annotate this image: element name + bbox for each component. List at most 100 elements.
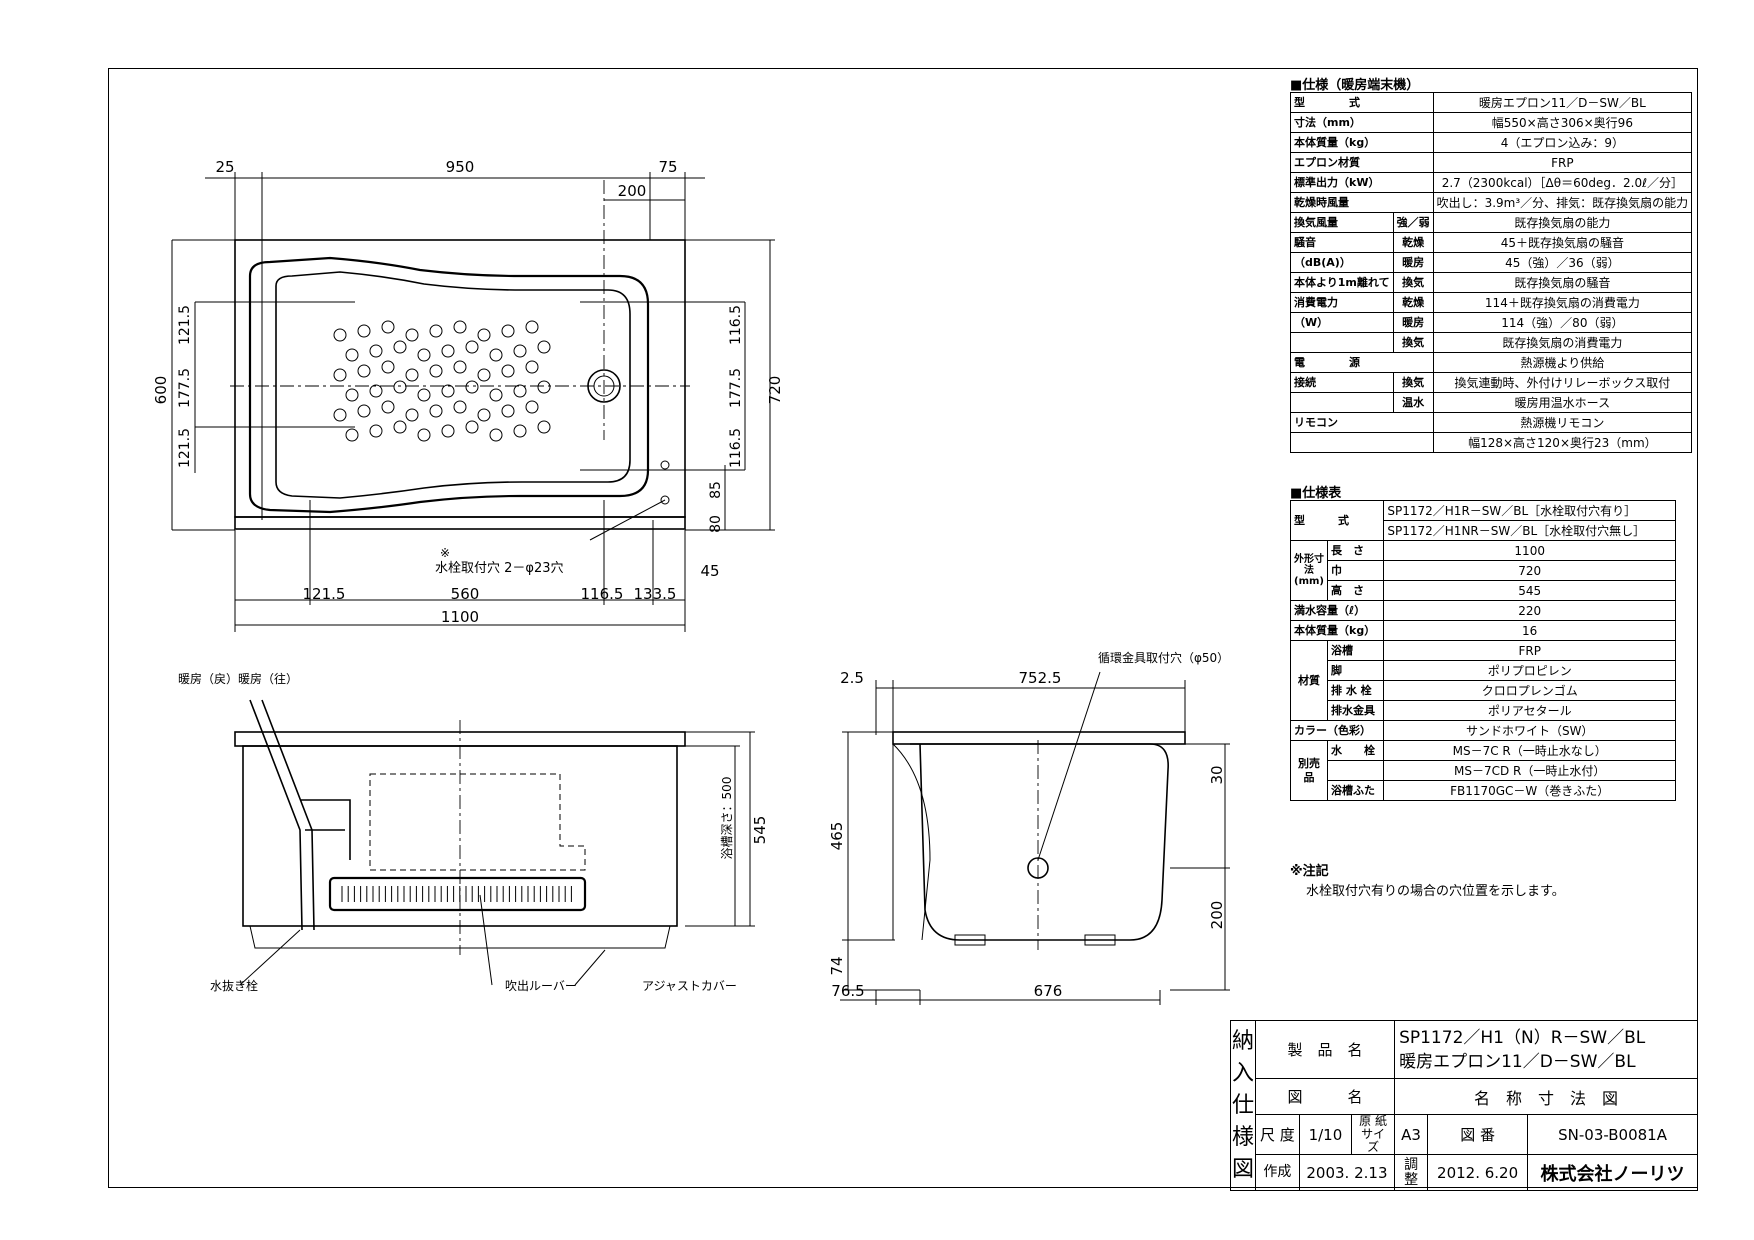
dot bbox=[393, 380, 407, 394]
spec2-row: カラー（色彩）サンドホワイト（SW） bbox=[1289, 720, 1676, 741]
notes-body: 水栓取付穴有りの場合の穴位置を示します。 bbox=[1306, 884, 1565, 899]
spec1-row: 本体より1m離れて換気既存換気扇の騒音 bbox=[1290, 272, 1693, 293]
spec1-value: FRP bbox=[1432, 152, 1693, 173]
spec1-row: 温水暖房用温水ホース bbox=[1290, 392, 1693, 413]
spec2-row: 脚ポリプロピレン bbox=[1291, 660, 1676, 681]
spec2-value: ポリアセタール bbox=[1383, 700, 1676, 721]
dim-950: 950 bbox=[446, 158, 475, 176]
spec1-row: 電 源熱源機より供給 bbox=[1290, 352, 1693, 373]
dot bbox=[537, 340, 551, 354]
spec1-value: 幅550×高さ306×奥行96 bbox=[1432, 112, 1693, 133]
foot bbox=[954, 934, 986, 946]
spec2-label bbox=[1326, 760, 1385, 781]
spec2-label: 満水容量（ℓ） bbox=[1289, 600, 1385, 621]
spec1-label: 消費電力 bbox=[1290, 292, 1394, 313]
spec2-row: 本体質量（kg）16 bbox=[1289, 620, 1676, 641]
drain-outlet bbox=[587, 369, 621, 403]
dim-200: 200 bbox=[618, 182, 647, 200]
spec2-value: ポリプロピレン bbox=[1383, 660, 1676, 681]
spec1-row: 幅128×高さ120×奥行23（mm） bbox=[1290, 432, 1693, 453]
spec2-row: 満水容量（ℓ）220 bbox=[1289, 600, 1676, 621]
dim-133-5: 133.5 bbox=[634, 585, 677, 603]
spec1-label: エプロン材質 bbox=[1290, 152, 1434, 173]
drawing-number: SN-03-B0081A bbox=[1527, 1114, 1698, 1155]
spec2-label: 浴槽ふた bbox=[1326, 780, 1385, 801]
drawing-sheet bbox=[108, 68, 1698, 1188]
spec2-model-2: SP1172／H1NR－SW／BL［水栓取付穴無し］ bbox=[1383, 520, 1676, 541]
heater-unit bbox=[369, 773, 586, 871]
spec2-label: 本体質量（kg） bbox=[1289, 620, 1385, 641]
dot bbox=[465, 340, 479, 354]
spec2-value: 220 bbox=[1383, 600, 1676, 621]
drawing-label: 図 名 bbox=[1254, 1078, 1396, 1115]
dot bbox=[465, 420, 479, 434]
dim-116-5-bottom: 116.5 bbox=[728, 428, 744, 468]
dim-116-5-top: 116.5 bbox=[728, 305, 744, 345]
dim-76-5: 76.5 bbox=[831, 982, 864, 1000]
spec1-sublabel: 暖房 bbox=[1392, 252, 1434, 273]
dim-1100: 1100 bbox=[441, 608, 479, 626]
spec1-sublabel: 温水 bbox=[1392, 392, 1434, 413]
spec2-row: 排 水 栓クロロプレンゴム bbox=[1291, 680, 1676, 701]
dim-200-side: 200 bbox=[1208, 901, 1226, 930]
dot bbox=[489, 428, 503, 442]
spec1-row: 本体質量（kg）4（エプロン込み：9） bbox=[1290, 132, 1693, 153]
spec1-label: 標準出力（kW） bbox=[1290, 172, 1434, 193]
spec1-sublabel: 換気 bbox=[1392, 332, 1434, 353]
plan-view: 25 950 75 200 600 720 121.5 177.5 121.5 … bbox=[152, 158, 784, 632]
hose-supply bbox=[261, 699, 315, 931]
spec1-value: 熱源機リモコン bbox=[1432, 412, 1693, 433]
dim-30: 30 bbox=[1208, 765, 1226, 784]
dot bbox=[453, 400, 467, 414]
spec2-table: 型 式 SP1172／H1R－SW／BL［水栓取付穴有り］ SP1172／H1N… bbox=[1289, 500, 1676, 801]
dot bbox=[525, 400, 539, 414]
dot bbox=[333, 368, 347, 382]
spec1-label: 換気風量 bbox=[1290, 212, 1394, 233]
dim-2-5: 2.5 bbox=[840, 669, 864, 687]
spec2-value: FRP bbox=[1383, 640, 1676, 661]
scale-value: 1/10 bbox=[1298, 1114, 1353, 1155]
adjust-date: 2012. 6.20 bbox=[1427, 1154, 1529, 1191]
spec1-value: 幅128×高さ120×奥行23（mm） bbox=[1432, 432, 1693, 453]
dot bbox=[429, 364, 443, 378]
spec1-sublabel: 乾燥 bbox=[1392, 232, 1434, 253]
made-label: 作成 bbox=[1255, 1154, 1300, 1191]
spec1-label: リモコン bbox=[1290, 412, 1434, 433]
spec1-label: （dB(A)） bbox=[1290, 252, 1394, 273]
side-apron bbox=[892, 743, 931, 941]
dot bbox=[405, 368, 419, 382]
spec1-sublabel: 換気 bbox=[1392, 372, 1434, 393]
spec1-row: 寸法（mm）幅550×高さ306×奥行96 bbox=[1290, 112, 1693, 133]
dim-545: 545 bbox=[751, 816, 769, 845]
made-date: 2003. 2.13 bbox=[1298, 1154, 1396, 1191]
label-circulation-hole: 循環金具取付穴（φ50） bbox=[1098, 650, 1229, 665]
anti-slip-dots bbox=[333, 320, 551, 442]
side-rim bbox=[892, 731, 1186, 745]
spec1-label: 寸法（mm） bbox=[1290, 112, 1434, 133]
dot bbox=[441, 344, 455, 358]
dim-676: 676 bbox=[1034, 982, 1063, 1000]
paper-label: 原 紙サイズ bbox=[1351, 1114, 1396, 1155]
spec2-extra-group: 別売品 bbox=[1290, 740, 1328, 801]
dim-116-5-foot: 116.5 bbox=[581, 585, 624, 603]
spec2-value: クロロプレンゴム bbox=[1383, 680, 1676, 701]
spec2-row: MS－7CD R（一時止水付） bbox=[1291, 760, 1676, 781]
spec1-value: 吹出し：3.9m³／分、排気：既存換気扇の能力 bbox=[1432, 192, 1693, 213]
dot bbox=[369, 384, 383, 398]
spec1-value: 114＋既存換気扇の消費電力 bbox=[1432, 292, 1693, 313]
label-louver: 吹出ルーバー bbox=[505, 979, 577, 993]
dot bbox=[417, 388, 431, 402]
spec1-label: 乾燥時風量 bbox=[1290, 192, 1434, 213]
tub-floor bbox=[275, 271, 631, 499]
spec1-sublabel: 強／弱 bbox=[1392, 212, 1434, 233]
dot bbox=[525, 320, 539, 334]
